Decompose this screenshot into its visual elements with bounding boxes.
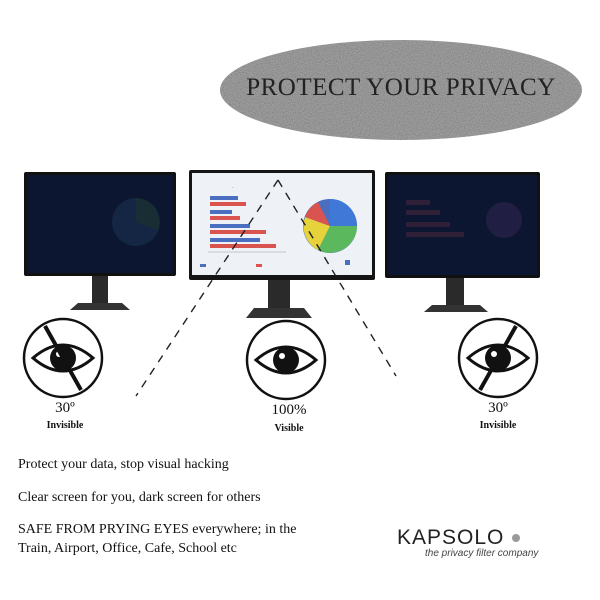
crossed-eye-icon bbox=[22, 317, 104, 399]
svg-text:.: . bbox=[232, 184, 233, 190]
feature-1: Protect your data, stop visual hacking bbox=[18, 457, 229, 472]
page-title: PROTECT YOUR PRIVACY bbox=[246, 74, 556, 101]
view-angle-left: 30º bbox=[55, 400, 75, 416]
open-eye-icon bbox=[245, 319, 327, 401]
privacy-illustration: . bbox=[22, 170, 540, 401]
right-monitor bbox=[385, 172, 540, 312]
view-status-right: Invisible bbox=[479, 420, 517, 431]
view-angle-right: 30º bbox=[488, 400, 508, 416]
view-status-center: Visible bbox=[274, 423, 304, 434]
center-monitor: . bbox=[189, 170, 375, 318]
brand-logo: KAPSOLO bbox=[397, 526, 521, 550]
feature-2: Clear screen for you, dark screen for ot… bbox=[18, 490, 261, 505]
left-monitor bbox=[24, 172, 176, 310]
crossed-eye-icon bbox=[457, 317, 539, 399]
view-angle-center: 100% bbox=[271, 402, 307, 418]
brand-tagline: the privacy filter company bbox=[425, 548, 539, 559]
feature-3: SAFE FROM PRYING EYES everywhere; in the… bbox=[18, 522, 297, 556]
view-status-left: Invisible bbox=[46, 420, 84, 431]
brand-dot-icon bbox=[512, 534, 521, 543]
brand-name: KAPSOLO bbox=[397, 526, 505, 549]
banner-ellipse bbox=[220, 40, 582, 140]
